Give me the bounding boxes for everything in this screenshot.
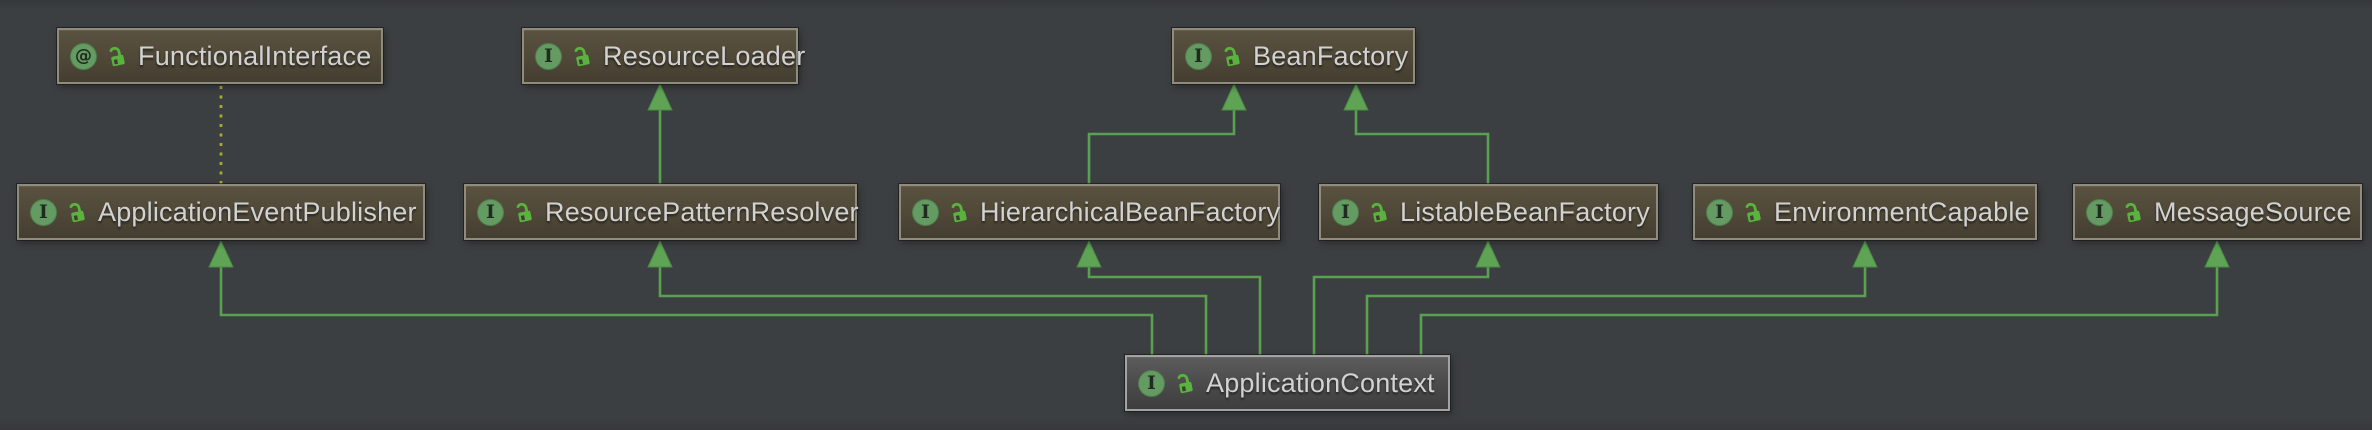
public-visibility-lock-icon <box>516 202 532 222</box>
uml-node-application-event-publisher[interactable]: I ApplicationEventPublisher <box>17 184 425 240</box>
interface-type-icon: I <box>2086 198 2113 226</box>
extends-arrowhead-resource-pattern-resolver <box>647 239 673 268</box>
public-visibility-lock-icon <box>2125 202 2141 222</box>
uml-node-label: FunctionalInterface <box>138 40 372 71</box>
interface-type-icon: I <box>912 198 939 226</box>
interface-type-icon: I <box>1185 42 1212 70</box>
public-visibility-lock-icon <box>574 46 590 66</box>
extends-arrowhead-bean-factory <box>1343 82 1369 111</box>
uml-node-resource-pattern-resolver[interactable]: I ResourcePatternResolver <box>464 184 859 240</box>
public-visibility-lock-icon <box>951 202 967 222</box>
uml-node-application-context[interactable]: I ApplicationContext <box>1125 355 1450 411</box>
public-visibility-lock-icon <box>1371 202 1387 222</box>
public-visibility-lock-icon <box>69 202 85 222</box>
uml-node-resource-loader[interactable]: I ResourceLoader <box>522 28 805 84</box>
uml-node-label: ApplicationEventPublisher <box>98 196 417 227</box>
annotation-type-icon: @ <box>70 42 97 70</box>
edge-application-context-extends-application-event-publisher <box>219 265 1154 355</box>
uml-node-label: MessageSource <box>2154 196 2352 227</box>
public-visibility-lock-icon <box>1177 373 1193 393</box>
edge-application-context-extends-resource-pattern-resolver <box>658 265 1208 355</box>
uml-node-label: ListableBeanFactory <box>1400 196 1650 227</box>
extends-arrowhead-message-source <box>2204 239 2230 268</box>
edge-application-context-extends-message-source <box>1419 265 2219 355</box>
uml-node-functional-interface[interactable]: @ FunctionalInterface <box>57 28 383 84</box>
extends-arrowhead-hierarchical-bean-factory <box>1076 239 1102 268</box>
extends-arrowhead-application-event-publisher <box>208 239 234 268</box>
uml-node-listable-bean-factory[interactable]: I ListableBeanFactory <box>1319 184 1658 240</box>
uml-node-label: ApplicationContext <box>1206 367 1435 398</box>
interface-type-icon: I <box>477 198 504 226</box>
edge-application-context-extends-hierarchical-bean-factory <box>1087 265 1262 355</box>
extends-arrowhead-environment-capable <box>1852 239 1878 268</box>
uml-node-hierarchical-bean-factory[interactable]: I HierarchicalBeanFactory <box>899 184 1280 240</box>
interface-type-icon: I <box>1332 198 1359 226</box>
uml-node-environment-capable[interactable]: I EnvironmentCapable <box>1693 184 2037 240</box>
uml-node-label: ResourceLoader <box>603 40 806 71</box>
edge-hierarchical-bean-factory-extends-bean-factory <box>1087 108 1236 184</box>
uml-node-message-source[interactable]: I MessageSource <box>2073 184 2362 240</box>
uml-node-bean-factory[interactable]: I BeanFactory <box>1172 28 1415 84</box>
edge-application-context-extends-listable-bean-factory <box>1312 265 1490 355</box>
extends-arrowhead-listable-bean-factory <box>1475 239 1501 268</box>
extends-arrowhead-bean-factory <box>1221 82 1247 111</box>
edge-application-context-extends-environment-capable <box>1365 265 1867 355</box>
interface-type-icon: I <box>1706 198 1733 226</box>
uml-node-label: EnvironmentCapable <box>1774 196 2030 227</box>
public-visibility-lock-icon <box>109 46 125 66</box>
uml-node-label: ResourcePatternResolver <box>545 196 859 227</box>
uml-node-label: HierarchicalBeanFactory <box>980 196 1281 227</box>
uml-node-label: BeanFactory <box>1253 40 1409 71</box>
edge-listable-bean-factory-extends-bean-factory <box>1354 108 1490 184</box>
interface-type-icon: I <box>30 198 57 226</box>
extends-arrowhead-resource-loader <box>647 82 673 111</box>
public-visibility-lock-icon <box>1745 202 1761 222</box>
interface-type-icon: I <box>1138 369 1165 397</box>
public-visibility-lock-icon <box>1224 46 1240 66</box>
interface-type-icon: I <box>535 42 562 70</box>
